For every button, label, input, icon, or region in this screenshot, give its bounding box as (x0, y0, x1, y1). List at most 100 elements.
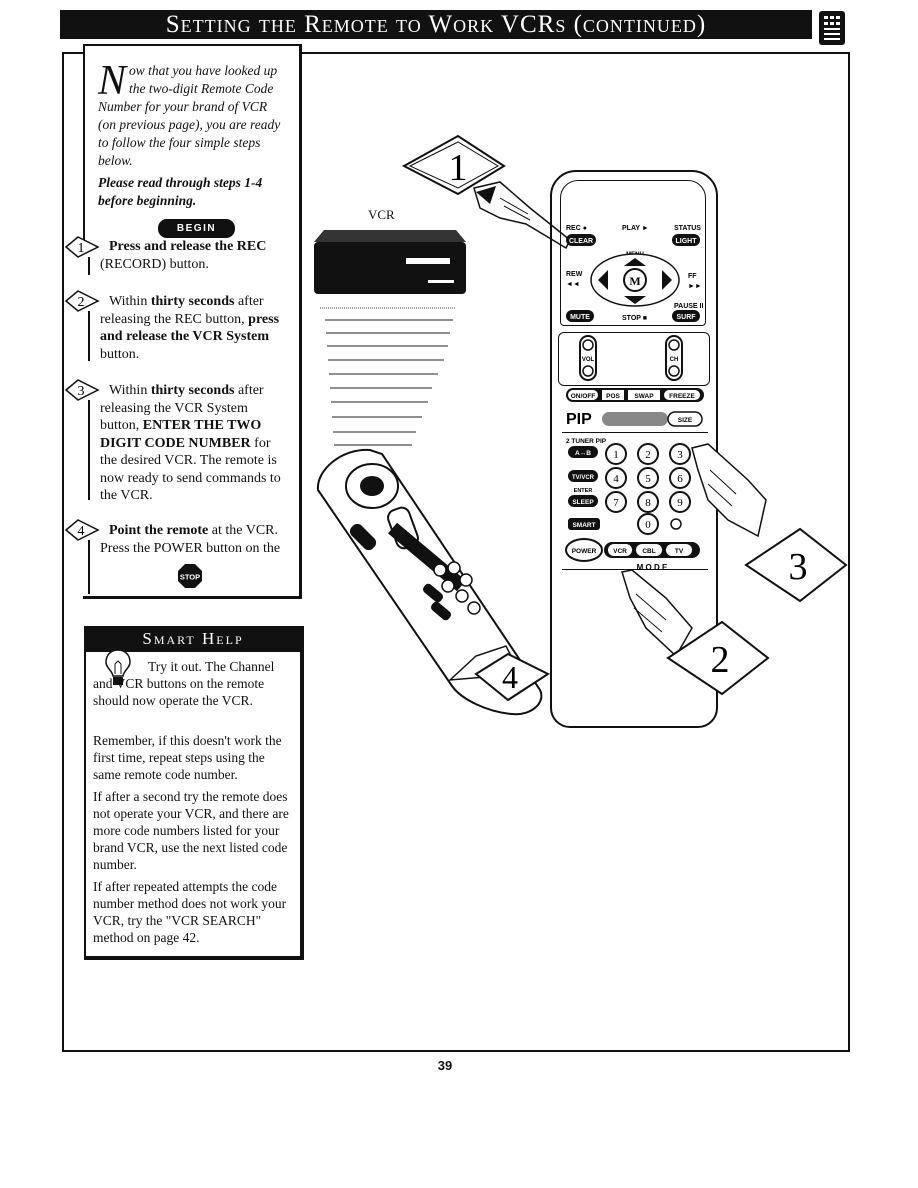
smart-help-panel (84, 626, 304, 960)
svg-text:SWAP: SWAP (634, 393, 654, 400)
svg-text:LIGHT: LIGHT (676, 238, 698, 245)
svg-text:2: 2 (645, 449, 651, 461)
step-1-rest: (RECORD) button. (100, 256, 209, 272)
svg-text:TV: TV (675, 548, 684, 555)
svg-text:3: 3 (789, 546, 808, 588)
svg-text:ENTER: ENTER (574, 488, 593, 494)
smart-help-para-2: Remember, if this doesn't work the first… (93, 733, 282, 782)
ir-beam (320, 307, 455, 446)
svg-text:2: 2 (78, 295, 85, 310)
svg-text:SLEEP: SLEEP (572, 499, 594, 506)
svg-text:CLEAR: CLEAR (569, 238, 593, 245)
smart-help-para-4: If after repeated attempts the code numb… (93, 879, 287, 945)
svg-text:TV/VCR: TV/VCR (572, 475, 595, 481)
lightbulb-icon (105, 649, 131, 685)
keypad-panel (562, 432, 708, 570)
svg-text:PLAY ►: PLAY ► (622, 225, 649, 232)
svg-text:7: 7 (613, 497, 619, 509)
svg-text:0: 0 (645, 519, 651, 531)
instruction-panel (83, 44, 302, 599)
step-2-bar (88, 311, 90, 361)
page-number: 39 (437, 1058, 453, 1073)
svg-text:M: M (629, 274, 640, 288)
header-bar: Setting the Remote to Work VCRs (continu… (60, 10, 812, 39)
intro-text: ow that you have looked up the two-digit… (98, 63, 281, 168)
svg-text:CH: CH (670, 357, 679, 363)
transport-controls: REC ● PLAY ► STATUS CLEAR LIGHT MENU M R… (566, 225, 703, 322)
svg-text:FREEZE: FREEZE (669, 393, 695, 400)
svg-text:SIZE: SIZE (678, 417, 693, 424)
svg-text:REC ●: REC ● (566, 225, 587, 232)
hand-pointer-2 (621, 569, 693, 658)
step-1-bar (88, 257, 90, 275)
drop-cap: N (98, 58, 127, 104)
svg-text:M O D E: M O D E (637, 563, 668, 572)
frame-bottom (62, 1050, 850, 1052)
frame-top-left (62, 52, 84, 54)
callout-1: 1 (401, 134, 506, 196)
svg-text:1: 1 (613, 449, 619, 461)
frame-left (62, 52, 64, 1052)
hand-pointer-3 (691, 443, 767, 538)
svg-text:VCR: VCR (613, 548, 627, 555)
smart-help-para-1: Try it out. The Channel and VCR buttons … (93, 659, 275, 708)
svg-text:STOP ■: STOP ■ (622, 315, 647, 322)
callout-4: 4 (447, 645, 551, 702)
begin-badge: BEGIN (158, 219, 235, 238)
step-1-number: 1 (78, 241, 85, 256)
svg-text:A↔B: A↔B (575, 450, 591, 457)
step-1-text: Press and release the REC (RECORD) butto… (100, 238, 290, 273)
vcr-illustration (314, 230, 466, 294)
svg-text:6: 6 (677, 473, 683, 485)
svg-text:2: 2 (711, 639, 730, 681)
svg-text:MUTE: MUTE (570, 314, 590, 321)
svg-text:4: 4 (78, 524, 85, 539)
angled-remote-illustration (316, 448, 543, 716)
svg-text:FF: FF (688, 273, 697, 280)
step-3-arrow-icon: 3 (64, 379, 100, 401)
step-1-arrow-icon: 1 (64, 236, 100, 258)
svg-text:3: 3 (78, 384, 85, 399)
instruction-left-border (83, 44, 85, 249)
smart-help-para-3: If after a second try the remote does no… (93, 789, 289, 872)
step-4-text: Point the remote at the VCR. Press the P… (100, 523, 281, 556)
vol-ch-panel (558, 332, 710, 386)
svg-text:3: 3 (677, 449, 683, 461)
svg-text:ON/OFF: ON/OFF (571, 393, 596, 400)
svg-text:PIP: PIP (566, 411, 592, 428)
svg-text:POWER: POWER (572, 548, 597, 555)
svg-text:POS: POS (606, 393, 620, 400)
svg-text:STOP: STOP (180, 573, 200, 582)
svg-text:STATUS: STATUS (674, 225, 701, 232)
step-3-bar (88, 400, 90, 500)
remote-tab-icon (819, 11, 845, 45)
pip-controls: ON/OFF POS SWAP FREEZE PIP SIZE (566, 388, 704, 428)
svg-text:5: 5 (645, 473, 651, 485)
smart-help-left-border (84, 626, 86, 956)
step-2-text: Within thirty seconds after releasing th… (100, 294, 280, 362)
vol-ch-rockers: VOL CH (579, 335, 683, 381)
frame-top (300, 52, 850, 54)
hand-pointer-1 (473, 181, 571, 250)
vcr-label: VCR (368, 207, 395, 222)
step-1-lead: Press and release the REC (109, 239, 267, 254)
svg-text:4: 4 (502, 659, 518, 695)
svg-text:CBL: CBL (642, 548, 655, 555)
svg-text:VOL: VOL (582, 357, 595, 363)
svg-text:4: 4 (613, 473, 619, 485)
remote-top-panel (560, 180, 706, 326)
frame-right (848, 52, 850, 1052)
step-2-arrow-icon: 2 (64, 290, 100, 312)
svg-text:2 TUNER PIP: 2 TUNER PIP (566, 438, 607, 445)
svg-text:REW: REW (566, 271, 583, 278)
callout-2: 2 (666, 620, 770, 696)
svg-text:PAUSE II: PAUSE II (674, 303, 703, 310)
stop-sign-icon: STOP (178, 564, 202, 588)
step-3-text: Within thirty seconds after releasing th… (100, 383, 281, 503)
svg-text:◄◄: ◄◄ (566, 281, 580, 288)
step-4-arrow-icon: 4 (64, 519, 100, 541)
svg-text:1: 1 (449, 147, 468, 189)
page-title: Setting the Remote to Work VCRs (continu… (165, 10, 707, 38)
callout-3: 3 (744, 527, 848, 603)
smart-help-title: Smart Help (84, 626, 302, 652)
